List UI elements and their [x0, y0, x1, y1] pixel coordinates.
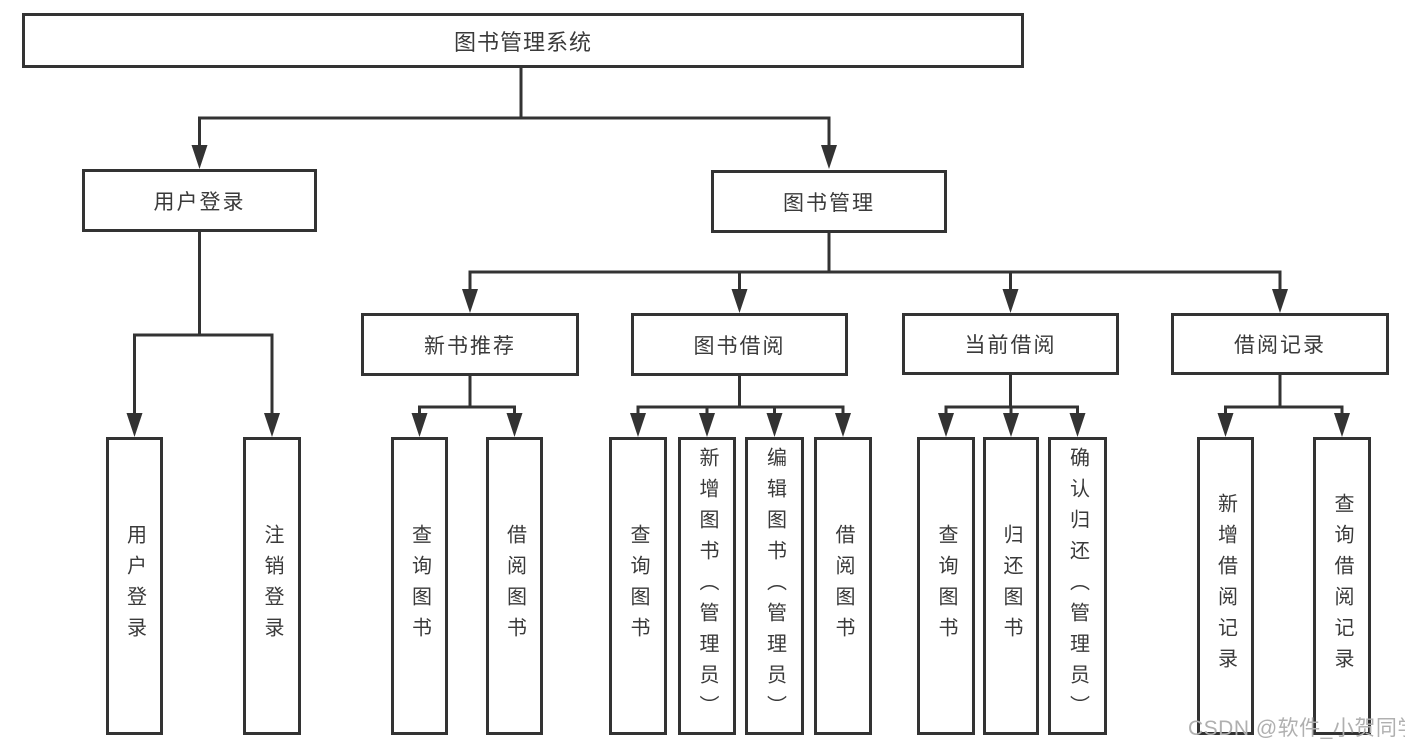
- arrowhead: [938, 413, 954, 437]
- leaf-query-books-borrowing: 查询图书: [609, 437, 667, 735]
- node-label: 新书推荐: [424, 334, 516, 358]
- arrowhead: [766, 413, 783, 437]
- leaf-borrow-books-borrowing: 借阅图书: [814, 437, 872, 735]
- node-label: 查询图书: [627, 524, 649, 648]
- node-label: 新增图书（管理员）: [696, 446, 718, 726]
- arrowhead: [506, 413, 523, 437]
- arrowhead: [264, 413, 280, 437]
- leaf-user-login: 用户登录: [106, 437, 163, 735]
- arrowhead: [411, 413, 428, 437]
- node-label: 用户登录: [153, 190, 246, 214]
- node-label: 图书借阅: [693, 334, 786, 358]
- leaf-borrow-books-recommend: 借阅图书: [486, 437, 543, 735]
- node-book-management: 图书管理: [711, 170, 947, 233]
- node-current-borrowing: 当前借阅: [902, 313, 1119, 375]
- arrowhead: [1002, 289, 1019, 313]
- arrowhead: [630, 413, 646, 437]
- node-label: 借阅图书: [503, 524, 526, 648]
- arrowhead: [1003, 413, 1019, 437]
- arrowhead: [731, 289, 748, 313]
- arrowhead: [1217, 413, 1234, 437]
- leaf-logout-login: 注销登录: [243, 437, 301, 735]
- arrowhead: [835, 413, 851, 437]
- node-label: 注销登录: [261, 524, 283, 648]
- leaf-add-books-admin: 新增图书（管理员）: [678, 437, 736, 735]
- leaf-edit-books-admin: 编辑图书（管理员）: [745, 437, 804, 735]
- arrowhead: [1069, 413, 1086, 437]
- node-label: 图书管理系统: [453, 29, 592, 55]
- node-borrowing-records: 借阅记录: [1171, 313, 1389, 375]
- node-label: 用户登录: [123, 524, 146, 648]
- leaf-add-borrow-record: 新增借阅记录: [1197, 437, 1254, 735]
- arrowhead: [699, 413, 715, 437]
- arrowhead: [1272, 289, 1288, 313]
- arrowhead: [1334, 413, 1350, 437]
- arrowhead: [462, 289, 478, 313]
- arrowhead: [191, 145, 208, 169]
- arrowhead: [126, 413, 143, 437]
- node-label: 归还图书: [1000, 524, 1022, 648]
- node-label: 查询图书: [408, 524, 431, 648]
- node-label: 查询借阅记录: [1331, 493, 1353, 679]
- node-label: 查询图书: [935, 524, 957, 648]
- arrowhead: [821, 145, 837, 169]
- node-label: 新增借阅记录: [1214, 493, 1237, 679]
- node-library-management-system: 图书管理系统: [22, 13, 1024, 68]
- leaf-query-books-current: 查询图书: [917, 437, 975, 735]
- leaf-query-books-recommend: 查询图书: [391, 437, 448, 735]
- node-label: 编辑图书（管理员）: [763, 446, 786, 726]
- node-user-login: 用户登录: [82, 169, 317, 232]
- node-label: 当前借阅: [964, 334, 1057, 357]
- leaf-confirm-return-admin: 确认归还（管理员）: [1048, 437, 1107, 735]
- node-new-book-recommendation: 新书推荐: [361, 313, 579, 376]
- leaf-return-books: 归还图书: [983, 437, 1039, 735]
- leaf-query-borrow-record: 查询借阅记录: [1313, 437, 1371, 735]
- connector-path: [133, 68, 1344, 415]
- node-label: 确认归还（管理员）: [1066, 446, 1089, 726]
- node-book-borrowing: 图书借阅: [631, 313, 848, 376]
- csdn-watermark: CSDN @软件_小贺同学: [1188, 717, 1405, 740]
- node-label: 借阅记录: [1234, 334, 1326, 357]
- node-label: 图书管理: [783, 191, 875, 215]
- node-label: 借阅图书: [832, 524, 854, 648]
